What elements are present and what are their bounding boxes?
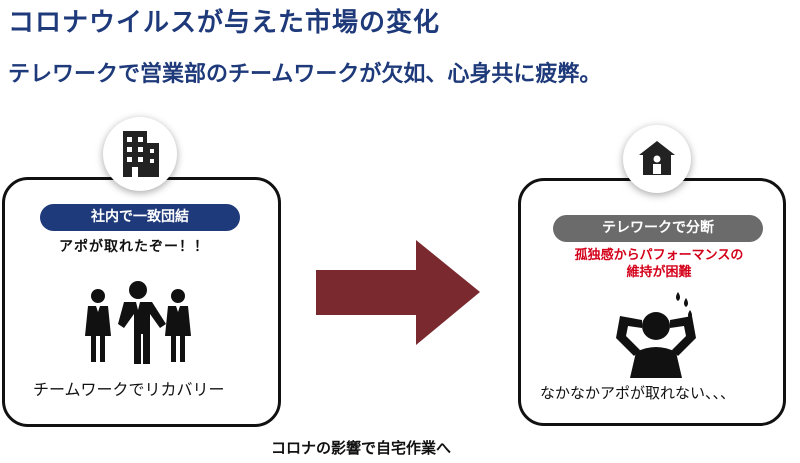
after-warning-line1: 孤独感からパフォーマンスの [574, 248, 744, 263]
before-badge: 社内で一致団結 [40, 204, 240, 231]
office-building-icon [103, 117, 177, 191]
before-caption: チームワークでリカバリー [33, 380, 225, 399]
page-title: コロナウイルスが与えた市場の変化 [8, 8, 441, 38]
bottom-caption: コロナの影響で自宅作業へ [271, 439, 452, 457]
after-badge: テレワークで分断 [553, 215, 763, 242]
house-person-icon [623, 125, 691, 193]
stressed-person-icon [616, 292, 696, 378]
after-caption: なかなかアポが取れない、、、 [540, 384, 736, 402]
right-arrow-icon [316, 240, 480, 345]
after-warning-line2: 維持が困難 [626, 265, 692, 280]
team-people-icon [85, 281, 191, 364]
before-quote: アポが取れたぞー！！ [59, 239, 209, 255]
page-subtitle: テレワークで営業部のチームワークが欠如、心身共に疲弊。 [8, 62, 602, 87]
after-warning: 孤独感からパフォーマンスの 維持が困難 [552, 247, 766, 281]
